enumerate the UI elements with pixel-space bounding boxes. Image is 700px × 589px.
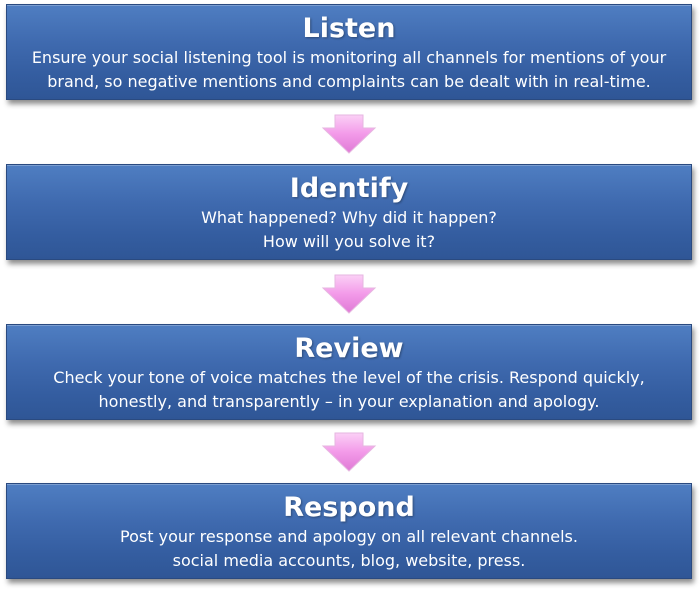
step-description: Check your tone of voice matches the lev… — [7, 364, 691, 414]
step-description-line: honestly, and transparently – in your ex… — [98, 392, 600, 411]
step-review: Review Check your tone of voice matches … — [6, 324, 692, 420]
step-title: Identify — [289, 173, 409, 204]
step-description-line: What happened? Why did it happen? — [201, 208, 497, 227]
down-arrow-icon — [321, 114, 377, 154]
step-description: Ensure your social listening tool is mon… — [7, 44, 691, 94]
step-title: Review — [294, 333, 404, 364]
step-identify: Identify What happened? Why did it happe… — [6, 164, 692, 260]
step-description-line: brand, so negative mentions and complain… — [47, 72, 651, 91]
step-description-line: How will you solve it? — [262, 232, 436, 251]
step-description-line: Ensure your social listening tool is mon… — [31, 48, 667, 67]
step-description-line: social media accounts, blog, website, pr… — [172, 551, 526, 570]
step-listen: Listen Ensure your social listening tool… — [6, 4, 692, 100]
step-title: Respond — [283, 492, 415, 523]
step-description-line: Post your response and apology on all re… — [120, 527, 578, 546]
step-respond: Respond Post your response and apology o… — [6, 483, 692, 579]
down-arrow-icon — [321, 432, 377, 472]
down-arrow-icon — [321, 274, 377, 314]
step-description: What happened? Why did it happen? How wi… — [7, 204, 691, 254]
step-description-line: Check your tone of voice matches the lev… — [53, 368, 645, 387]
step-description: Post your response and apology on all re… — [7, 523, 691, 573]
step-title: Listen — [302, 13, 396, 44]
